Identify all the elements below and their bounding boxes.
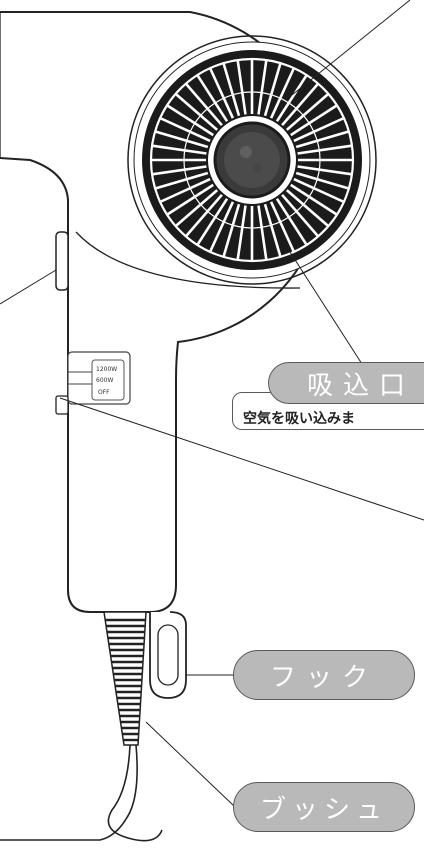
grille-spoke [175, 93, 219, 131]
grille-spoke [275, 197, 308, 245]
grille-spoke [289, 183, 337, 216]
grille-spoke [155, 130, 209, 149]
grille-spoke [289, 104, 337, 137]
grille-spoke [160, 117, 211, 143]
grille-spoke [196, 75, 229, 123]
power-switch: 1200W 600W OFF [55, 351, 131, 415]
grille-spoke [293, 177, 344, 203]
grille-spoke [297, 165, 352, 176]
grille-spoke [155, 171, 209, 190]
grille-spoke [297, 144, 352, 155]
cord-bush [103, 611, 147, 746]
grille-spoke [209, 201, 235, 252]
grille-spoke [167, 183, 215, 216]
grille-spoke [152, 165, 207, 176]
leader-line-switch [59, 397, 424, 521]
leader-line-front [291, 0, 411, 96]
intake-outer-ring [127, 35, 377, 285]
switch-setting-off: OFF [98, 389, 110, 396]
grille-spoke [175, 189, 219, 227]
switch-setting-600w: 600W [96, 377, 113, 384]
intake-grille [142, 50, 362, 270]
hook [149, 611, 187, 699]
grille-spoke [269, 68, 295, 119]
grille-spoke [281, 83, 319, 127]
grille-spoke [185, 83, 223, 127]
leader-line-button [0, 269, 57, 305]
side-button [55, 231, 69, 291]
grille-spoke [257, 60, 268, 115]
grille-spoke [269, 201, 295, 252]
hook-label: フック [233, 650, 415, 700]
grille-spoke [263, 63, 282, 117]
grille-spoke [152, 144, 207, 155]
grille-spoke [293, 117, 344, 143]
grille-spoke [167, 104, 215, 137]
grille-spoke [185, 193, 223, 237]
grille-spoke [263, 203, 282, 257]
leader-line-bush [145, 721, 235, 807]
grille-spoke [281, 193, 319, 237]
grille-spoke [196, 197, 229, 245]
grille-spoke [295, 130, 349, 149]
dryer-inner-contour [0, 12, 301, 289]
intake-label: 吸込口 [268, 362, 424, 404]
grille-spoke [257, 205, 268, 260]
bush-label: ブッシュ [233, 782, 415, 832]
grille-spoke [295, 171, 349, 190]
grille-spoke [236, 205, 247, 260]
grille-spoke [285, 93, 329, 131]
power-cord [0, 744, 163, 842]
grille-spoke [236, 60, 247, 115]
grille-spoke [275, 75, 308, 123]
grille-spoke [209, 68, 235, 119]
grille-spoke [222, 63, 241, 117]
switch-setting-1200w: 1200W [96, 366, 117, 373]
grille-spoke [160, 177, 211, 203]
leader-line-intake [289, 251, 363, 365]
grille-spoke [222, 203, 241, 257]
grille-spoke [285, 189, 329, 227]
